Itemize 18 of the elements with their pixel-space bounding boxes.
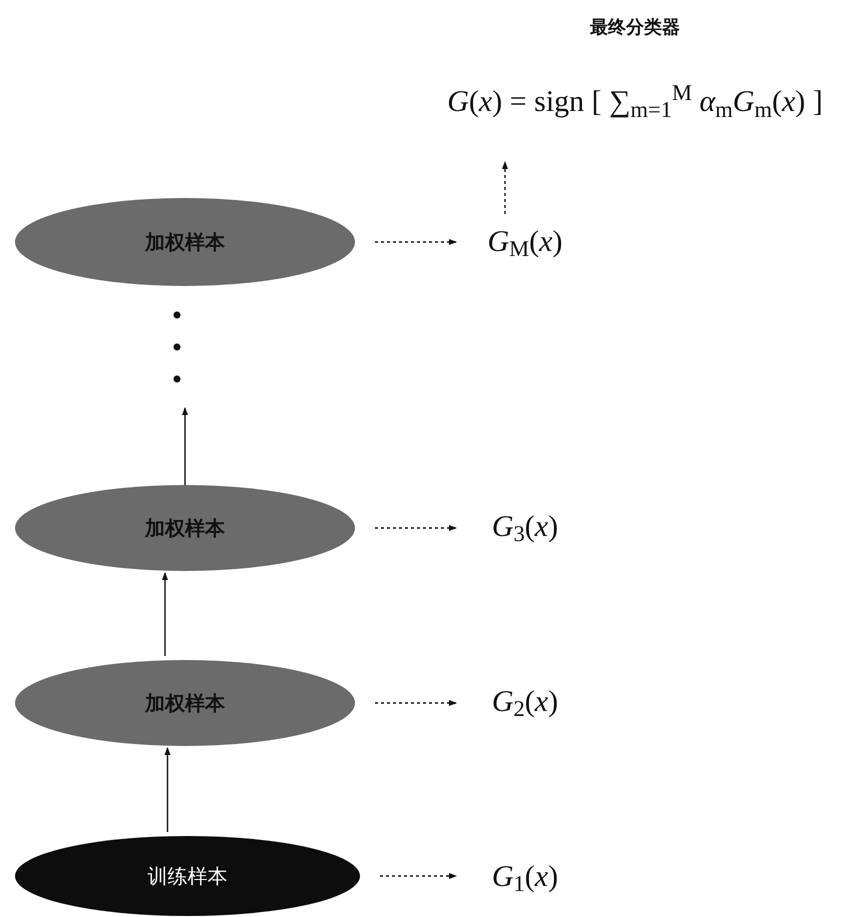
math-label: G$_{M}$(x): [487, 224, 562, 264]
node-label: 训练样本: [148, 863, 228, 890]
math-label: G$_{2}$(x): [492, 684, 558, 724]
node-label: 加权样本: [145, 515, 225, 542]
math-label: G$_{3}$(x): [492, 508, 558, 548]
node-label: 加权样本: [145, 229, 225, 256]
arrow: [164, 747, 170, 832]
arrow: [375, 239, 457, 245]
heading: 最终分类器: [590, 16, 680, 40]
formula: G(x) = sign [ ∑$_{m=1}$$^{M}$ α$_{m}$G$_{m}$(x) ]: [447, 79, 823, 124]
math-label: G$_{1}$(x): [492, 858, 558, 898]
node-label: 加权样本: [145, 690, 225, 717]
arrow: [182, 407, 188, 485]
arrow: [375, 525, 457, 531]
arrow: [502, 161, 508, 214]
arrow: [380, 873, 457, 879]
arrow: [375, 700, 457, 706]
arrow: [162, 572, 168, 656]
